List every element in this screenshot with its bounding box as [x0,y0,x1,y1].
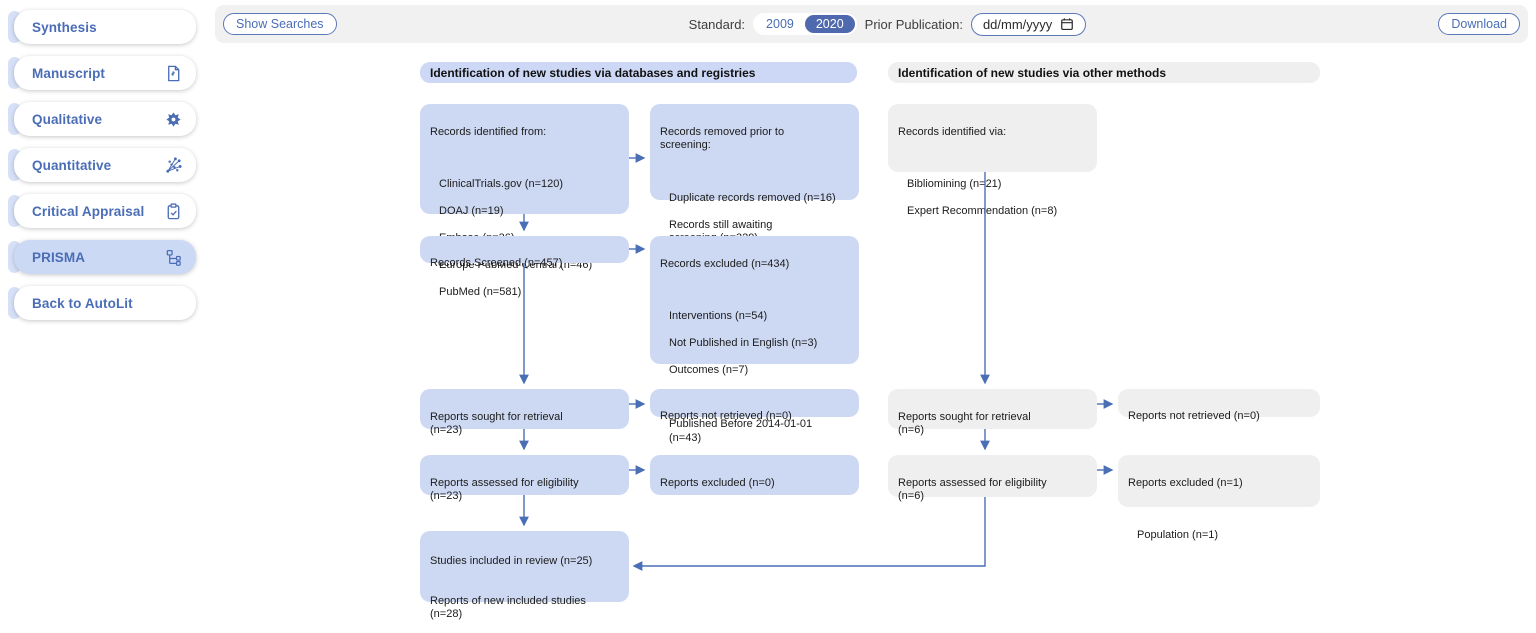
toolbar-center: Standard: 2009 2020 Prior Publication: d… [688,12,1087,36]
box-title: Reports sought for retrieval (n=6) [898,410,1031,437]
box-records-screened: Records Screened (n=457) [420,236,629,269]
sidebar-item-label: Critical Appraisal [32,203,145,219]
box-item: ClinicalTrials.gov (n=120) [439,178,564,190]
box-title: Reports not retrieved (n=0) [1128,409,1260,422]
sidebar-item-manuscript[interactable]: Manuscript [8,56,196,90]
box-item: PubMed (n=581) [439,286,522,298]
box-records-excluded: Records excluded (n=434) Interventions (… [650,236,859,471]
prior-publication-label: Prior Publication: [864,16,963,32]
sidebar: Synthesis Manuscript Qualitative [8,10,196,332]
sidebar-item-prisma[interactable]: PRISMA [8,240,196,274]
box-title: Records excluded (n=434) [660,257,790,270]
standard-label: Standard: [688,16,746,32]
qualitative-icon [166,111,181,127]
box-reports-not-retrieved-other: Reports not retrieved (n=0) [1118,389,1320,422]
box-title: Reports excluded (n=1) [1128,476,1243,489]
critical-appraisal-icon [167,202,180,219]
sidebar-item-label: Back to AutoLit [32,295,133,311]
standard-option-2020[interactable]: 2020 [804,15,855,33]
prisma-flowchart-icon [166,249,181,266]
box-title: Records Screened (n=457) [430,256,563,269]
box-title: Reports assessed for eligibility (n=6) [898,476,1047,503]
box-reports-not-retrieved-db: Reports not retrieved (n=0) [650,389,859,422]
quantitative-icon [166,156,182,173]
box-reports-sought-db: Reports sought for retrieval (n=23) [420,389,629,436]
box-title: Reports excluded (n=0) [660,476,775,489]
box-title: Reports sought for retrieval (n=23) [430,410,563,437]
box-item: Population (n=1) [1137,529,1219,541]
manuscript-icon [168,65,180,81]
box-title: Records removed prior to screening: [660,125,785,152]
box-item: Interventions (n=54) [669,310,768,322]
box-title: Studies included in review (n=25) [430,554,593,567]
box-item: Not Published in English (n=3) [669,337,818,349]
standard-option-2009[interactable]: 2009 [766,17,794,31]
box-reports-assessed-db: Reports assessed for eligibility (n=23) [420,455,629,502]
box-title: Reports assessed for eligibility (n=23) [430,476,579,503]
date-placeholder: dd/mm/yyyy [982,16,1053,32]
sidebar-item-back-to-autolit[interactable]: Back to AutoLit [8,286,196,320]
box-records-removed: Records removed prior to screening: Dupl… [650,104,859,244]
box-item: DOAJ (n=19) [439,205,504,217]
box-records-identified-db: Records identified from: ClinicalTrials.… [420,104,629,298]
box-item: Expert Recommendation (n=8) [907,205,1058,217]
sidebar-item-label: Quantitative [32,157,112,173]
databases-column-header: Identification of new studies via databa… [420,62,857,83]
calendar-icon [1061,18,1074,31]
standard-toggle: 2009 2020 [753,13,857,35]
box-reports-assessed-other: Reports assessed for eligibility (n=6) [888,455,1097,502]
show-searches-button[interactable]: Show Searches [223,13,337,35]
toolbar: Show Searches Standard: 2009 2020 Prior … [215,5,1528,43]
box-reports-sought-other: Reports sought for retrieval (n=6) [888,389,1097,436]
sidebar-item-quantitative[interactable]: Quantitative [8,148,196,182]
sidebar-item-label: Synthesis [32,19,97,35]
box-records-identified-other: Records identified via: Bibliomining (n=… [888,104,1097,217]
box-reports-excluded-db: Reports excluded (n=0) [650,455,859,495]
other-methods-column-header: Identification of new studies via other … [888,62,1320,83]
sidebar-item-label: Manuscript [32,65,106,81]
sidebar-item-label: Qualitative [32,111,103,127]
box-items: Bibliomining (n=21) Expert Recommendatio… [898,165,1087,233]
sidebar-item-critical-appraisal[interactable]: Critical Appraisal [8,194,196,228]
prior-publication-date-input[interactable]: dd/mm/yyyy [970,12,1087,36]
box-title: Reports not retrieved (n=0) [660,409,792,422]
box-item: Outcomes (n=7) [669,364,749,376]
download-button[interactable]: Download [1438,13,1520,35]
sidebar-item-label: PRISMA [32,249,86,265]
box-item: Duplicate records removed (n=16) [669,191,836,204]
box-title: Records identified via: [898,125,1007,138]
sidebar-item-synthesis[interactable]: Synthesis [8,10,196,44]
box-studies-included: Studies included in review (n=25) Report… [420,531,629,620]
sidebar-item-qualitative[interactable]: Qualitative [8,102,196,136]
box-item: Published Before 2014-01-01 (n=43) [669,418,813,444]
box-item: Bibliomining (n=21) [907,178,1002,190]
box-items: Population (n=1) [1128,516,1310,557]
box-reports-excluded-other: Reports excluded (n=1) Population (n=1) [1118,455,1320,541]
box-subtitle: Reports of new included studies (n=28) [430,594,586,621]
box-title: Records identified from: [430,125,547,138]
